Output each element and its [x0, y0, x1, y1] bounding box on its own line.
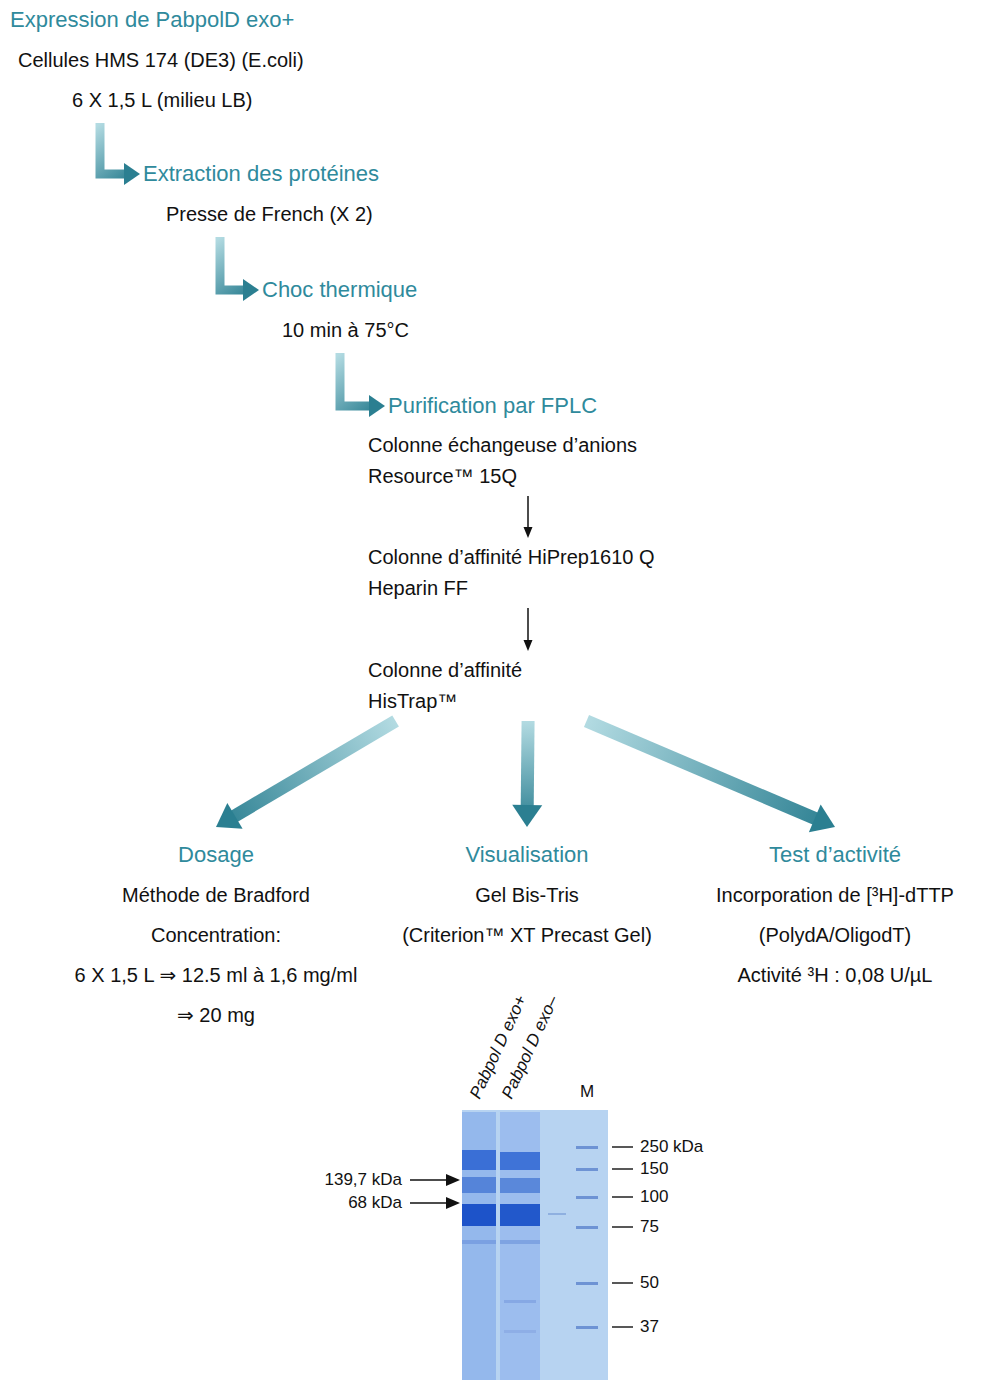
step-heading: Choc thermique — [262, 270, 417, 310]
arrow-shaft — [587, 721, 816, 819]
step-text: ⇒ 20 mg — [16, 995, 416, 1035]
gel-lane — [462, 1112, 496, 1380]
band-pointer — [410, 1179, 448, 1181]
gel-smear — [548, 1213, 566, 1215]
gel-band — [500, 1178, 540, 1193]
step-text: Activité ³H : 0,08 U/µL — [682, 955, 988, 995]
step-heading: Extraction des protéines — [143, 154, 379, 194]
flow-arrow — [340, 353, 385, 417]
band-pointer-head — [446, 1197, 460, 1209]
marker-band — [576, 1196, 598, 1199]
arrow-head — [809, 805, 835, 833]
step-text: (Criterion™ XT Precast Gel) — [396, 921, 658, 949]
gel-label: 37 — [640, 1317, 659, 1337]
flow-arrow — [512, 721, 542, 827]
gel-label: 50 — [640, 1273, 659, 1293]
step-text: 6 X 1,5 L ⇒ 12.5 ml à 1,6 mg/ml — [16, 955, 416, 995]
arrow-head — [243, 279, 259, 301]
step-text: Presse de French (X 2) — [143, 194, 379, 234]
step-heading: Dosage — [16, 835, 416, 875]
step-text: 6 X 1,5 L (milieu LB) — [10, 80, 304, 120]
gel-background — [462, 1110, 608, 1380]
arrow-head — [216, 803, 243, 829]
flow-arrow — [216, 721, 396, 829]
step-heading: Expression de PabpolD exo+ — [10, 0, 304, 40]
step-text: Colonne d’affinité HisTrap™ — [368, 655, 598, 717]
gel-label: 250 kDa — [640, 1137, 703, 1157]
arrow-shaft — [220, 237, 244, 290]
arrow-head — [524, 527, 533, 538]
flow-arrow — [524, 496, 533, 538]
gel-label: 100 — [640, 1187, 668, 1207]
step-node: Colonne échangeuse d’anions Resource™ 15… — [368, 430, 708, 492]
step-text: (PolydA/OligodT) — [682, 915, 988, 955]
gel-label: 68 kDa — [348, 1193, 402, 1213]
arrow-head — [124, 163, 140, 185]
gel-lane — [500, 1112, 540, 1380]
gel-band — [462, 1177, 496, 1193]
gel-band — [504, 1330, 536, 1333]
step-node: Extraction des protéinesPresse de French… — [143, 154, 379, 234]
marker-band — [576, 1146, 598, 1149]
gel-band — [462, 1240, 496, 1244]
band-pointer-head — [446, 1174, 460, 1186]
arrow-shaft — [100, 123, 125, 174]
flow-arrow — [220, 237, 259, 301]
step-node: Colonne d’affinité HisTrap™ — [368, 655, 598, 717]
flow-arrow — [100, 123, 140, 185]
gel-band — [504, 1300, 536, 1303]
step-text: Gel Bis-Tris — [396, 875, 658, 915]
gel-band — [462, 1204, 496, 1226]
step-heading: Purification par FPLC — [388, 386, 597, 426]
flow-arrow — [587, 721, 836, 832]
step-node: Purification par FPLC — [388, 386, 597, 426]
gel-label: 139,7 kDa — [325, 1170, 403, 1190]
arrow-head — [524, 640, 533, 651]
step-heading: Visualisation — [396, 835, 658, 875]
gel-label: M — [580, 1082, 594, 1102]
gel-band — [500, 1240, 540, 1244]
marker-band — [576, 1326, 598, 1329]
marker-band — [576, 1282, 598, 1285]
marker-band — [576, 1226, 598, 1229]
marker-band — [576, 1168, 598, 1171]
gel-label: 150 — [640, 1159, 668, 1179]
step-node: DosageMéthode de BradfordConcentration:6… — [16, 835, 416, 1035]
step-text: Incorporation de [³H]-dTTP — [682, 875, 988, 915]
marker-tick — [612, 1147, 633, 1327]
arrow-shaft — [521, 721, 535, 806]
arrow-shaft — [527, 496, 529, 528]
step-heading: Test d’activité — [682, 835, 988, 875]
step-text: Concentration: — [16, 915, 416, 955]
band-pointer — [410, 1202, 448, 1204]
gel-band — [462, 1150, 496, 1170]
step-text: Colonne échangeuse d’anions Resource™ 15… — [368, 430, 708, 492]
step-node: Expression de PabpolD exo+Cellules HMS 1… — [10, 0, 304, 120]
flow-arrow — [524, 608, 533, 651]
arrow-head — [512, 805, 542, 827]
step-node: VisualisationGel Bis-Tris (Criterion™ XT … — [396, 835, 658, 949]
gel-band — [500, 1152, 540, 1170]
arrow-shaft — [340, 353, 370, 406]
step-text: Méthode de Bradford — [16, 875, 416, 915]
gel-band — [500, 1204, 540, 1226]
step-text: Cellules HMS 174 (DE3) (E.coli) — [10, 40, 304, 80]
step-node: Test d’activitéIncorporation de [³H]-dTT… — [682, 835, 988, 995]
arrow-shaft — [234, 721, 396, 816]
step-node: Colonne d’affinité HiPrep1610 Q Heparin … — [368, 542, 663, 604]
gel-label: 75 — [640, 1217, 659, 1237]
arrow-shaft — [527, 608, 529, 641]
step-node: Choc thermique10 min à 75°C — [262, 270, 417, 350]
step-text: Colonne d’affinité HiPrep1610 Q Heparin … — [368, 542, 663, 604]
arrow-head — [369, 395, 385, 417]
step-text: 10 min à 75°C — [262, 310, 417, 350]
